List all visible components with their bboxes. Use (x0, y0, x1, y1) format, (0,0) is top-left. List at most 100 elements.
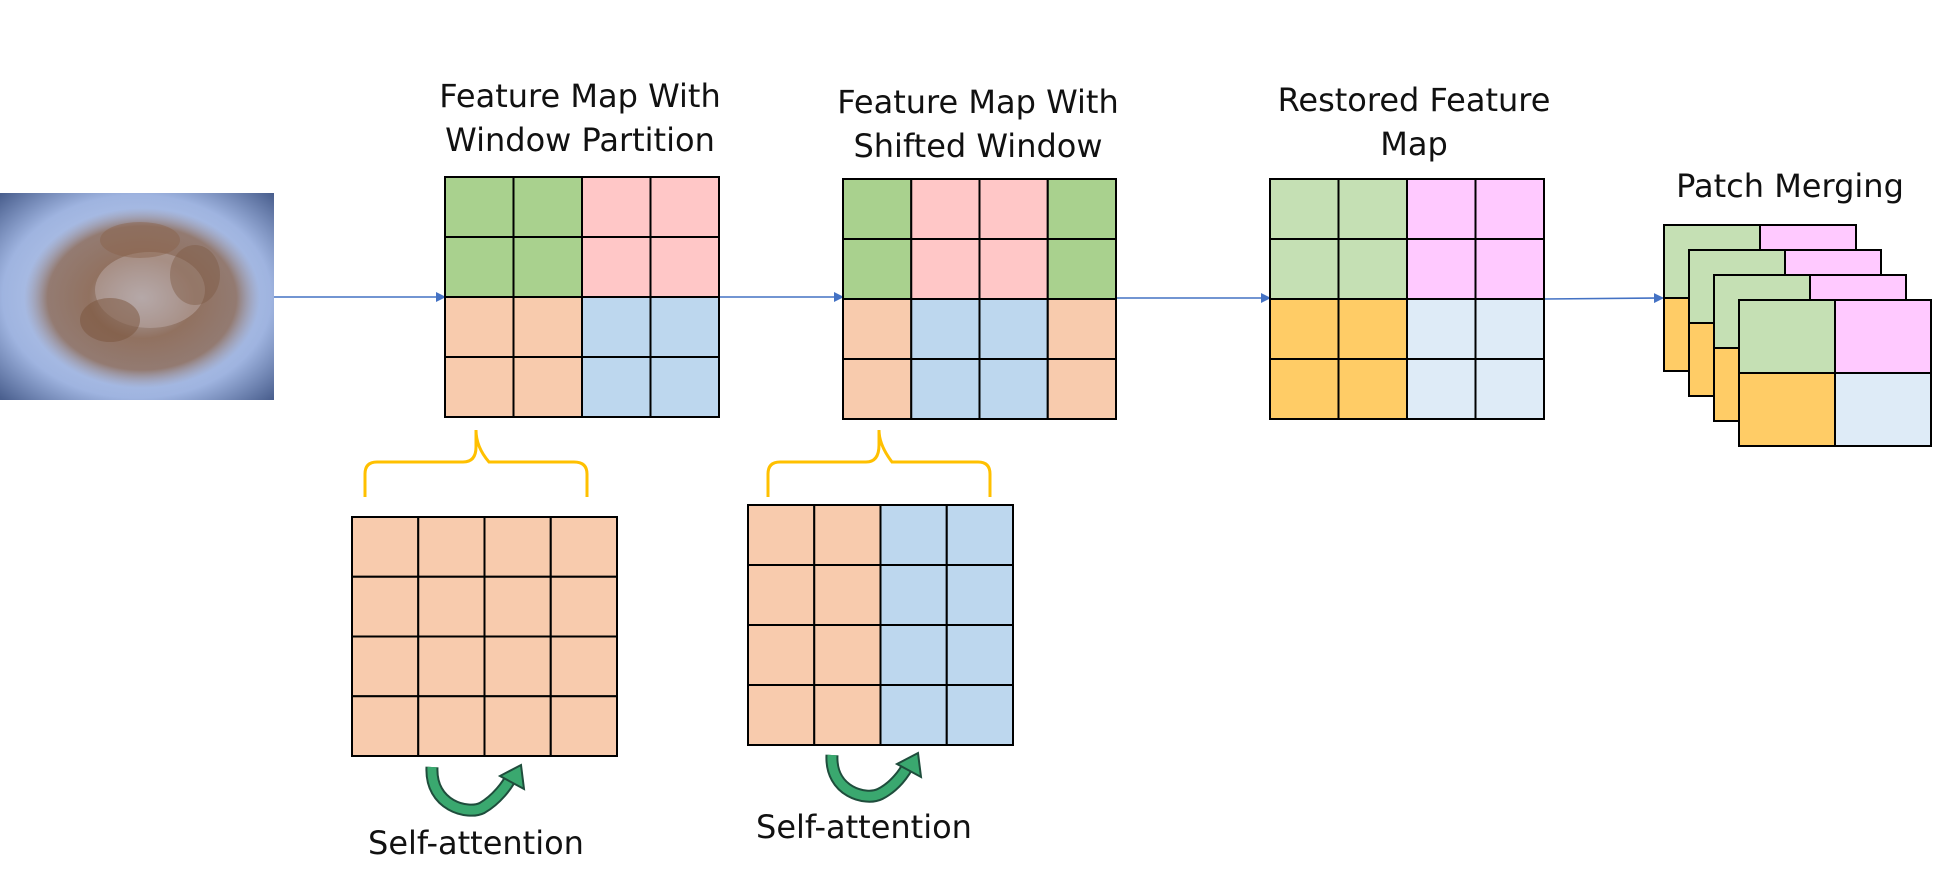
attention-2-cell (945, 684, 1014, 746)
partition-cell (649, 176, 720, 238)
attention-2-cell (813, 504, 882, 566)
restored-cell (1474, 178, 1545, 240)
shifted-window-title-line2: Shifted Window (853, 127, 1103, 165)
shifted-cell (1046, 358, 1117, 420)
window-partition-title-line2: Window Partition (445, 121, 715, 159)
attention-2-cell (945, 564, 1014, 626)
shifted-cell (978, 358, 1049, 420)
merged-cell (1738, 299, 1836, 374)
partition-cell (512, 356, 583, 418)
partition-cell (581, 176, 652, 238)
merged-cell (1738, 372, 1836, 447)
attention-window-grid-1 (351, 516, 618, 757)
merged-cell (1834, 372, 1932, 447)
partition-cell (581, 236, 652, 298)
shifted-cell (978, 238, 1049, 300)
shifted-window-title-line1: Feature Map With (837, 83, 1119, 121)
attention-2-cell (747, 504, 816, 566)
attention-2-cell (747, 624, 816, 686)
shifted-cell (910, 238, 981, 300)
attention-2-cell (945, 624, 1014, 686)
restored-title-line1: Restored Feature (1277, 81, 1551, 119)
brace-2 (766, 429, 992, 497)
partition-cell (649, 236, 720, 298)
shifted-cell (1046, 298, 1117, 360)
partition-cell (581, 356, 652, 418)
shifted-cell (842, 178, 913, 240)
attention-2-cell (879, 624, 948, 686)
attention-1-cell (351, 575, 420, 638)
restored-cell (1337, 238, 1408, 300)
shifted-window-title: Feature Map With Shifted Window (818, 80, 1138, 168)
patch-merging-stack (1663, 224, 1932, 447)
attention-1-cell (549, 695, 618, 757)
restored-feature-map-title: Restored Feature Map (1254, 78, 1574, 166)
feature-map-window-partition (444, 176, 720, 418)
restored-cell (1337, 178, 1408, 240)
feature-map-shifted-window (842, 178, 1117, 420)
shifted-cell (978, 178, 1049, 240)
arrow-restored-to-merging (1543, 293, 1664, 304)
attention-1-cell (549, 635, 618, 698)
shifted-cell (910, 358, 981, 420)
restored-cell (1269, 178, 1340, 240)
attention-1-cell (417, 635, 486, 698)
partition-cell (444, 356, 515, 418)
attention-1-cell (417, 516, 486, 578)
shifted-cell (910, 178, 981, 240)
attention-1-cell (483, 695, 552, 757)
input-lesion-image (0, 193, 274, 400)
partition-cell (581, 296, 652, 358)
partition-cell (649, 296, 720, 358)
attention-window-grid-2 (747, 504, 1014, 746)
attention-2-cell (813, 684, 882, 746)
shifted-cell (1046, 238, 1117, 300)
partition-cell (649, 356, 720, 418)
attention-1-cell (351, 635, 420, 698)
restored-cell (1337, 358, 1408, 420)
attention-1-cell (483, 516, 552, 578)
self-attention-curve-icon-1 (425, 763, 526, 817)
shifted-cell (842, 238, 913, 300)
attention-1-cell (417, 695, 486, 757)
shifted-cell (842, 358, 913, 420)
patch-merging-title: Patch Merging (1676, 167, 1904, 205)
restored-cell (1406, 298, 1477, 360)
shifted-cell (842, 298, 913, 360)
partition-cell (444, 236, 515, 298)
attention-2-cell (879, 504, 948, 566)
restored-cell (1337, 298, 1408, 360)
restored-cell (1269, 358, 1340, 420)
attention-1-cell (351, 695, 420, 757)
shifted-cell (978, 298, 1049, 360)
attention-1-cell (483, 635, 552, 698)
partition-cell (512, 176, 583, 238)
restored-cell (1406, 178, 1477, 240)
attention-1-cell (549, 575, 618, 638)
self-attention-label-1: Self-attention (368, 824, 584, 862)
attention-2-cell (747, 684, 816, 746)
attention-2-cell (813, 564, 882, 626)
restored-cell (1406, 238, 1477, 300)
window-partition-title: Feature Map With Window Partition (420, 74, 740, 162)
window-partition-title-line1: Feature Map With (439, 77, 721, 115)
shifted-cell (910, 298, 981, 360)
attention-1-cell (417, 575, 486, 638)
attention-1-cell (483, 575, 552, 638)
merged-cell (1834, 299, 1932, 374)
self-attention-curve-icon-2 (825, 751, 923, 803)
self-attention-label-2: Self-attention (756, 808, 972, 846)
restored-cell (1406, 358, 1477, 420)
attention-2-cell (945, 504, 1014, 566)
restored-cell (1474, 238, 1545, 300)
restored-cell (1269, 298, 1340, 360)
attention-2-cell (879, 684, 948, 746)
shifted-cell (1046, 178, 1117, 240)
partition-cell (444, 176, 515, 238)
restored-feature-map (1269, 178, 1545, 420)
partition-cell (512, 296, 583, 358)
restored-cell (1474, 298, 1545, 360)
brace-1 (363, 429, 589, 497)
restored-cell (1269, 238, 1340, 300)
attention-1-cell (549, 516, 618, 578)
